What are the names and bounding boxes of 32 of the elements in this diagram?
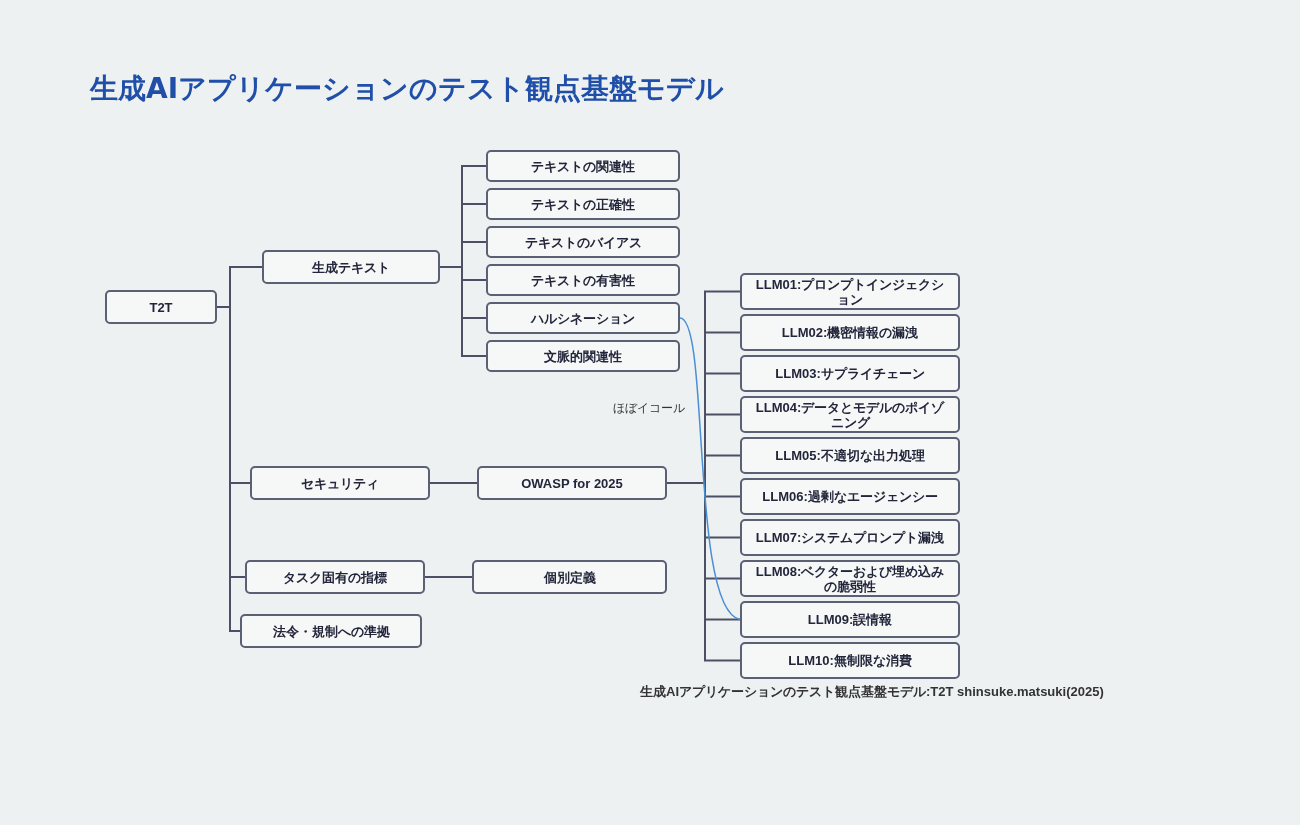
connector-line	[216, 306, 241, 632]
tree-node-box: タスク固有の指標	[245, 560, 425, 594]
tree-node-box: 法令・規制への準拠	[240, 614, 422, 648]
tree-node-box: OWASP for 2025	[477, 466, 667, 500]
tree-node-box: LLM01:プロンプトインジェクション	[740, 273, 960, 310]
source-caption: 生成AIアプリケーションのテスト観点基盤モデル:T2T shinsuke.matsuki(2025)	[640, 683, 1104, 701]
tree-node-box: LLM02:機密情報の漏洩	[740, 314, 960, 351]
tree-node-box: LLM08:ベクターおよび埋め込みの脆弱性	[740, 560, 960, 597]
tree-node-box: T2T	[105, 290, 217, 324]
slide-title: 生成AIアプリケーションのテスト観点基盤モデル	[90, 71, 725, 107]
tree-node-box: LLM07:システムプロンプト漏洩	[740, 519, 960, 556]
connector-line	[429, 482, 478, 484]
tree-node-box: セキュリティ	[250, 466, 430, 500]
connector-line	[666, 482, 741, 662]
edge-label: ほぼイコール	[612, 402, 686, 414]
connector-line	[679, 317, 741, 621]
tree-node-box: テキストの関連性	[486, 150, 680, 182]
tree-node-box: ハルシネーション	[486, 302, 680, 334]
tree-node-box: LLM06:過剰なエージェンシー	[740, 478, 960, 515]
tree-node-box: 文脈的関連性	[486, 340, 680, 372]
tree-node-box: 生成テキスト	[262, 250, 440, 284]
tree-node-box: LLM05:不適切な出力処理	[740, 437, 960, 474]
tree-node-box: テキストのバイアス	[486, 226, 680, 258]
connector-line	[439, 266, 487, 357]
tree-node-box: 個別定義	[472, 560, 667, 594]
connector-line	[424, 576, 473, 578]
tree-node-box: テキストの有害性	[486, 264, 680, 296]
tree-node-box: テキストの正確性	[486, 188, 680, 220]
tree-node-box: LLM04:データとモデルのポイゾニング	[740, 396, 960, 433]
tree-node-box: LLM10:無制限な消費	[740, 642, 960, 679]
tree-node-box: LLM09:誤情報	[740, 601, 960, 638]
tree-node-box: LLM03:サプライチェーン	[740, 355, 960, 392]
